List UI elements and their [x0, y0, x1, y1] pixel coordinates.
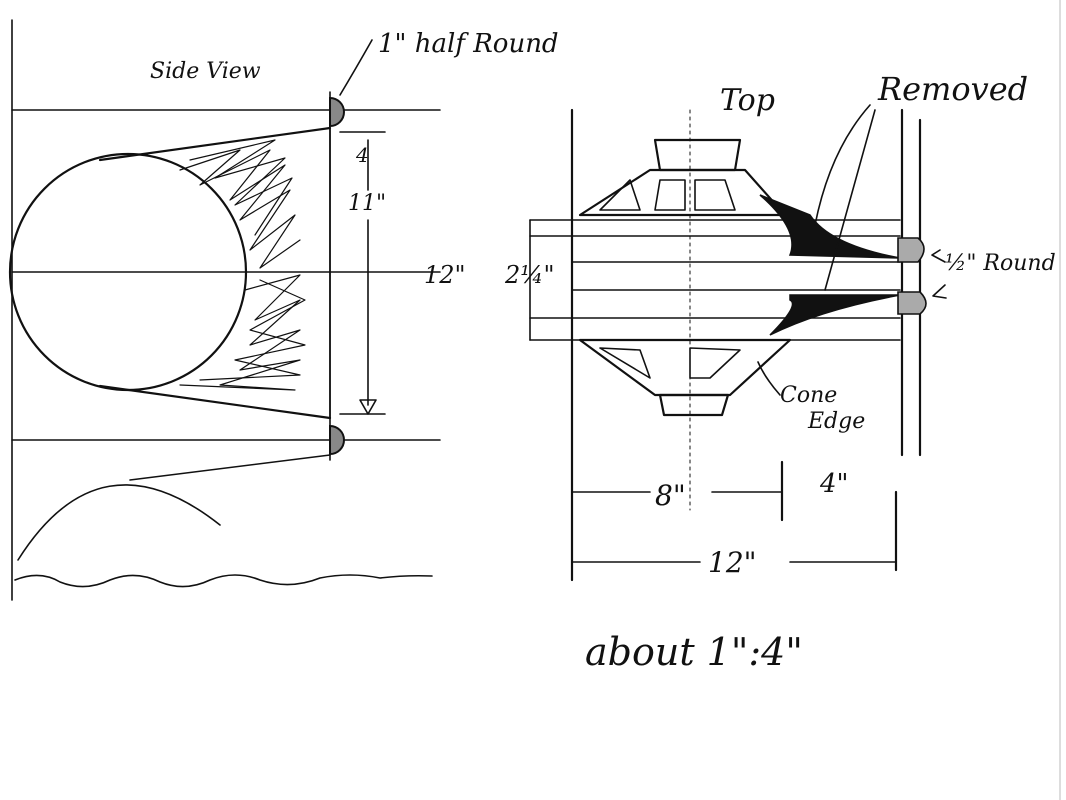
round-top [897, 237, 925, 263]
cone-top-window-3 [694, 179, 736, 211]
round-arrow-bottom [932, 284, 947, 299]
cone-top-window-2 [654, 179, 686, 211]
lower-arc [17, 484, 221, 561]
lower-horn-edge [129, 454, 331, 481]
label-dim-4: 4" [819, 469, 849, 499]
half-round-top [329, 96, 345, 128]
cone-edge-leader [757, 361, 781, 396]
magnet-bottom [658, 393, 730, 417]
cone-bottom-window-1 [599, 347, 651, 379]
label-scale: about 1":4" [585, 630, 803, 674]
label-half-round: 1" half Round [378, 29, 559, 59]
top-view-drawing: Top Removed ½" Round 12" 2¼" Cone Edge 8… [424, 70, 1056, 674]
side-view-drawing: Side View 1" half Round 4 11" [8, 19, 559, 601]
horn-top-edge [98, 126, 332, 162]
horn-bottom-edge [98, 384, 332, 420]
label-cone: Cone [780, 383, 837, 408]
label-edge: Edge [807, 409, 865, 434]
removed-bottom-region [769, 294, 901, 336]
cone-bottom-window-2 [689, 347, 741, 379]
label-side-view: Side View [150, 59, 261, 84]
round-bottom [897, 291, 927, 315]
dim-11-arrow [359, 399, 377, 415]
cone-top [578, 168, 787, 217]
wavy-line [14, 574, 433, 588]
label-dim-12-bottom: 12" [708, 546, 757, 579]
label-top: Top [720, 83, 775, 118]
hatching [179, 139, 306, 391]
label-half-inch-round: ½" Round [945, 251, 1056, 276]
round-arrow-top [931, 249, 946, 263]
removed-leader-1 [814, 104, 871, 226]
cone-bottom [578, 338, 792, 397]
label-dim-12: 12" [424, 261, 466, 289]
label-dim-11: 11" [348, 191, 386, 216]
removed-leader-2 [824, 109, 876, 291]
removed-top-region [759, 194, 901, 259]
label-dim-2-quarter: 2¼" [504, 261, 555, 289]
label-removed: Removed [877, 70, 1028, 108]
half-round-leader [339, 39, 373, 96]
label-dim-11-top: 4 [355, 143, 369, 167]
cone-top-window-1 [599, 179, 641, 211]
half-round-bottom [329, 424, 345, 456]
magnet-top [653, 138, 742, 172]
label-dim-8: 8" [655, 479, 686, 512]
